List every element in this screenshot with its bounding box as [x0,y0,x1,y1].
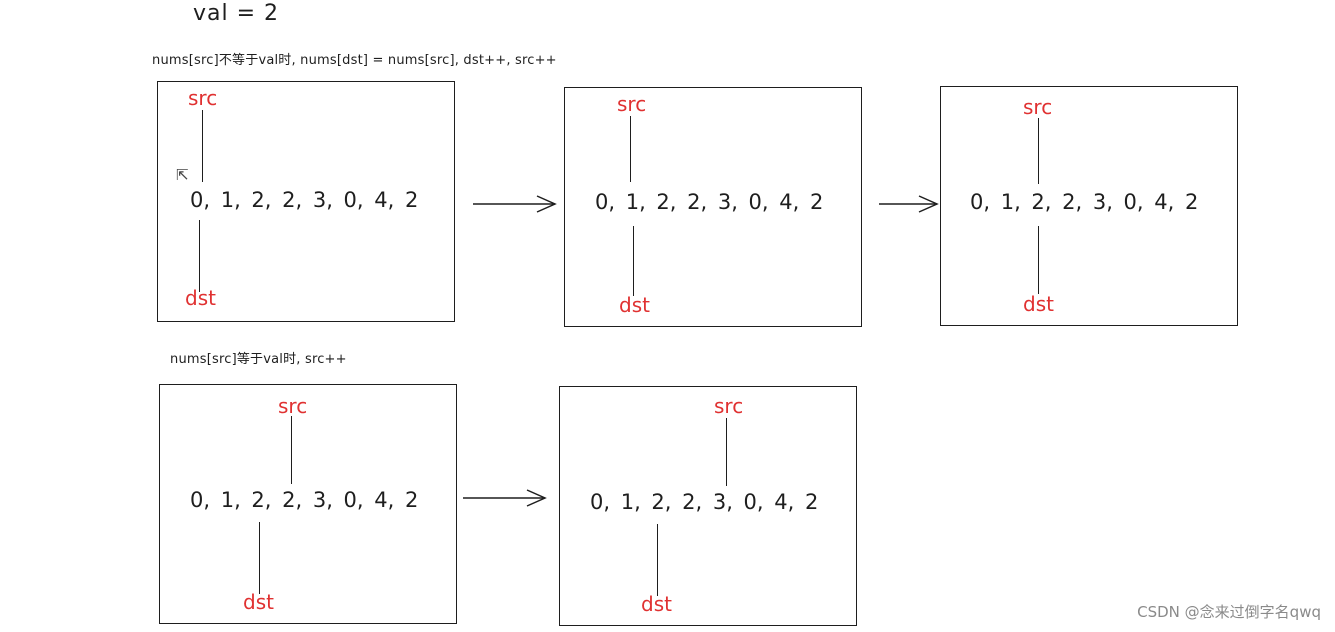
frame-row1-step1 [157,81,455,322]
dst-label: dst [1023,292,1054,316]
frame-row2-step1 [159,384,457,624]
src-pointer-line [202,110,203,182]
array-values: 0, 1, 2, 2, 3, 0, 4, 2 [590,490,819,514]
cursor-arrow-icon: ⇱ [176,166,189,184]
dst-pointer-line [259,522,260,594]
src-pointer-line [1038,118,1039,184]
array-values: 0, 1, 2, 2, 3, 0, 4, 2 [190,188,419,212]
dst-pointer-line [657,524,658,596]
frame-row2-step2 [559,386,857,626]
dst-label: dst [185,286,216,310]
dst-pointer-line [633,226,634,296]
frame-row1-step3 [940,86,1238,326]
right-arrow-icon [473,195,557,213]
caption-equal: nums[src]等于val时, src++ [170,352,347,367]
src-label: src [714,394,744,418]
dst-label: dst [243,590,274,614]
src-label: src [617,92,647,116]
watermark: CSDN @念来过倒字名qwq [1137,603,1321,621]
val-title: val = 2 [193,1,280,26]
right-arrow-icon [463,489,547,507]
dst-pointer-line [199,220,200,292]
src-label: src [188,86,218,110]
src-label: src [1023,95,1053,119]
caption-not-equal: nums[src]不等于val时, nums[dst] = nums[src],… [152,53,557,68]
dst-label: dst [619,293,650,317]
src-label: src [278,394,308,418]
dst-pointer-line [1038,226,1039,294]
frame-row1-step2 [564,87,862,327]
dst-label: dst [641,592,672,616]
array-values: 0, 1, 2, 2, 3, 0, 4, 2 [970,190,1199,214]
src-pointer-line [291,416,292,484]
array-values: 0, 1, 2, 2, 3, 0, 4, 2 [190,488,419,512]
src-pointer-line [630,116,631,182]
array-values: 0, 1, 2, 2, 3, 0, 4, 2 [595,190,824,214]
src-pointer-line [726,418,727,486]
right-arrow-icon [879,195,939,213]
